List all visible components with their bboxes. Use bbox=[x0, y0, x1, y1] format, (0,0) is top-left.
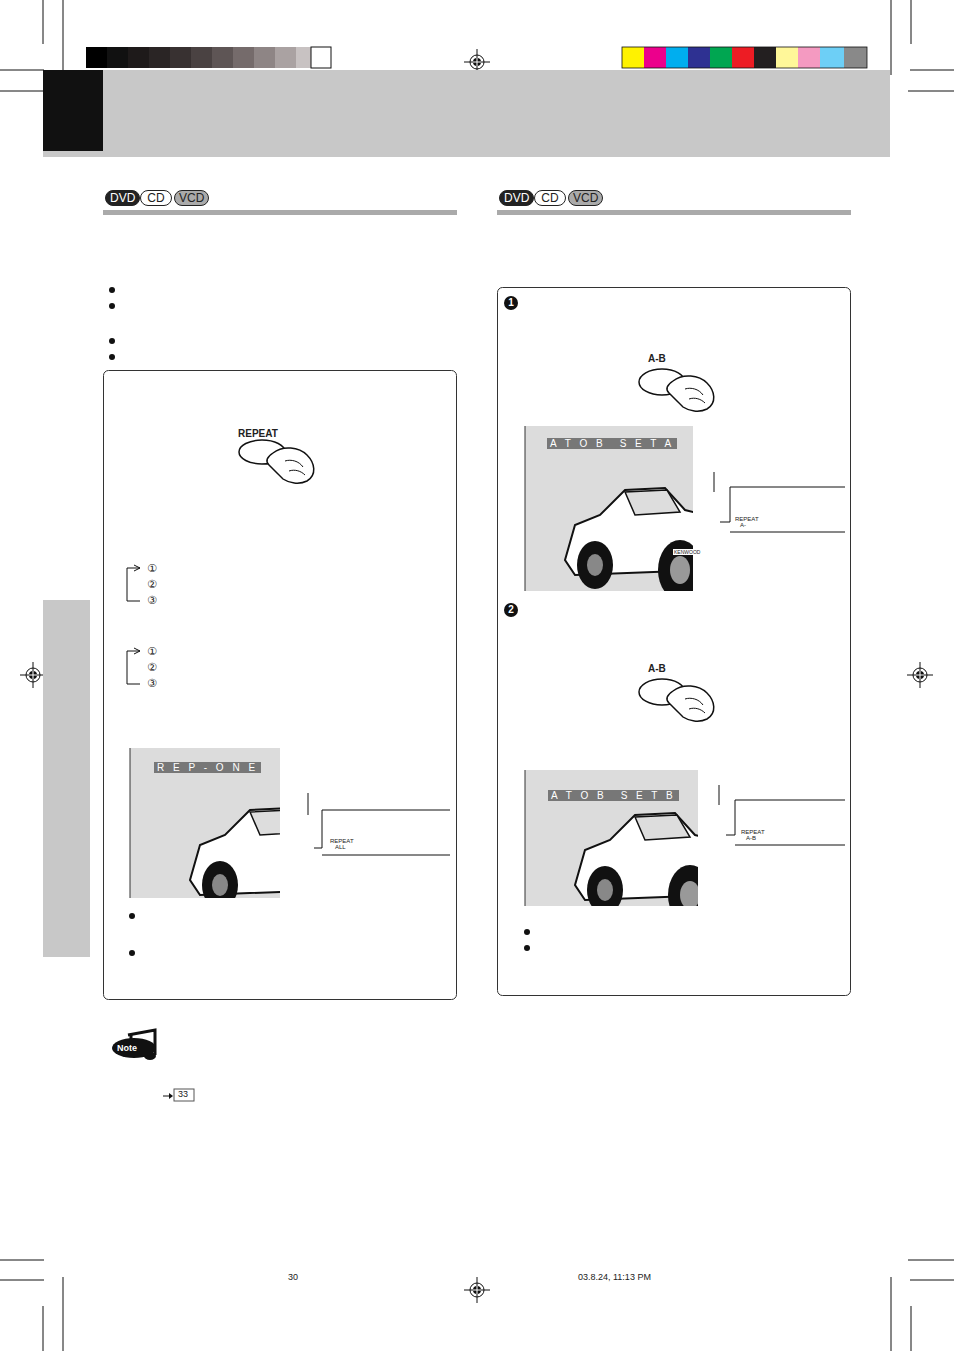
node-text: VCD bbox=[573, 191, 598, 205]
front-display: REPEATA- bbox=[735, 516, 759, 528]
step-number: 1 bbox=[504, 296, 518, 310]
screen-display: R E P - O N E bbox=[154, 762, 261, 773]
node-text: A-B bbox=[746, 835, 765, 841]
section-rule bbox=[497, 210, 851, 215]
gray-scale-bar bbox=[86, 47, 331, 68]
node-text: CD bbox=[539, 191, 561, 205]
button-label: A-B bbox=[648, 353, 666, 364]
brand-mark: KENWOOD bbox=[673, 549, 701, 555]
node-text: A-B bbox=[648, 353, 666, 364]
node-text: A T O B bbox=[551, 790, 607, 801]
front-display: REPEATA-B bbox=[741, 829, 765, 841]
note-icon bbox=[112, 1030, 156, 1060]
button-label: REPEAT bbox=[238, 428, 278, 439]
disc-badge: CD bbox=[534, 190, 566, 206]
node-text: A- bbox=[740, 522, 759, 528]
node-text: CD bbox=[145, 191, 167, 205]
disc-badge: DVD bbox=[105, 190, 140, 206]
button-label: A-B bbox=[648, 663, 666, 674]
side-tab bbox=[43, 600, 90, 957]
bullets bbox=[109, 287, 530, 956]
node-text: VCD bbox=[179, 191, 204, 205]
procedure-panel bbox=[104, 371, 457, 1000]
front-display: REPEATALL bbox=[330, 838, 354, 850]
header-band bbox=[43, 70, 890, 157]
node-text: ALL bbox=[335, 844, 354, 850]
page-number: 30 bbox=[288, 1272, 298, 1282]
print-date: 03.8.24, 11:13 PM bbox=[578, 1272, 651, 1282]
step-number: 2 bbox=[504, 603, 518, 617]
node-text: 1 bbox=[504, 296, 518, 310]
node-text: S E T A bbox=[620, 438, 675, 449]
circled-number: ② bbox=[147, 661, 157, 674]
display-panel bbox=[714, 472, 845, 532]
section-rule bbox=[103, 210, 457, 215]
disc-badge: VCD bbox=[174, 190, 209, 206]
disc-badge: DVD bbox=[499, 190, 534, 206]
circled-number: ① bbox=[147, 645, 157, 658]
circled-number: ③ bbox=[147, 594, 157, 607]
page-ref-box bbox=[174, 1089, 194, 1101]
display-panel bbox=[308, 793, 450, 855]
node-text: A T O B bbox=[550, 438, 606, 449]
circled-number: ② bbox=[147, 578, 157, 591]
note-label: Note bbox=[117, 1043, 137, 1053]
node-text: REPEAT bbox=[330, 838, 354, 844]
procedure-panel bbox=[498, 288, 851, 996]
page-ref: 33 bbox=[178, 1089, 188, 1099]
node-text: A-B bbox=[648, 663, 666, 674]
color-bar bbox=[622, 47, 867, 68]
circled-number: ③ bbox=[147, 677, 157, 690]
node-text: 2 bbox=[504, 603, 518, 617]
node-text: S E T B bbox=[621, 790, 676, 801]
screen-display: A T O BS E T B bbox=[548, 790, 679, 801]
node-text: R E P - O N E bbox=[157, 762, 258, 773]
node-text: DVD bbox=[504, 191, 529, 205]
circled-number: ① bbox=[147, 562, 157, 575]
node-text: REPEAT bbox=[741, 829, 765, 835]
node-text: DVD bbox=[110, 191, 135, 205]
disc-badge: VCD bbox=[568, 190, 603, 206]
node-text: REPEAT bbox=[735, 516, 759, 522]
ref-arrow bbox=[169, 1093, 173, 1099]
header-block bbox=[43, 70, 103, 151]
node-text: REPEAT bbox=[238, 428, 278, 439]
disc-badge: CD bbox=[140, 190, 172, 206]
display-panel bbox=[719, 785, 845, 845]
cycle-bracket bbox=[127, 565, 140, 684]
screen-display: A T O BS E T A bbox=[547, 438, 677, 449]
